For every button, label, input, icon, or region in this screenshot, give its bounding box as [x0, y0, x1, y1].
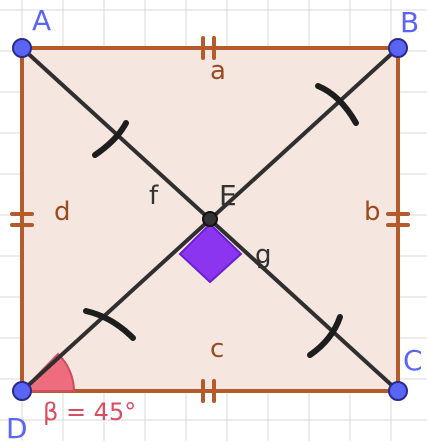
- label-point-a: A: [32, 4, 51, 37]
- tick-ec: [307, 314, 343, 358]
- label-point-e: E: [219, 179, 237, 212]
- diagonal-half-ticks: [83, 83, 359, 358]
- label-diagonal-g: g: [255, 240, 272, 270]
- label-diagonal-f: f: [149, 181, 159, 211]
- point-b: [388, 38, 408, 58]
- label-side-d: d: [54, 197, 71, 227]
- label-point-c: C: [403, 344, 423, 377]
- tick-ed: [83, 308, 136, 341]
- point-c: [388, 381, 408, 401]
- label-point-b: B: [400, 6, 419, 39]
- point-e: [202, 211, 218, 227]
- tick-ae: [92, 120, 129, 158]
- label-side-c: c: [210, 334, 224, 364]
- right-angle-marker: [178, 222, 243, 284]
- label-side-a: a: [210, 56, 226, 86]
- point-d: [12, 381, 32, 401]
- tick-be: [315, 83, 359, 126]
- label-angle-beta: β = 45°: [43, 398, 136, 426]
- label-point-d: D: [6, 412, 28, 441]
- label-side-b: b: [364, 197, 381, 227]
- side-equality-ticks: [10, 36, 410, 403]
- point-a: [12, 38, 32, 58]
